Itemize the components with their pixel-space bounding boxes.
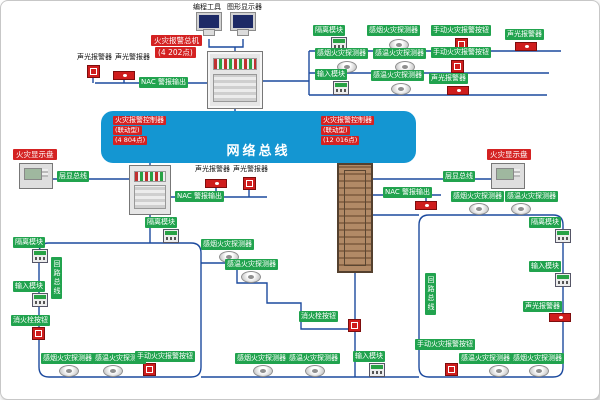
nac-output-label-top: NAC 警报输出	[139, 77, 189, 88]
left-floor-bus-label: 层显总线	[57, 171, 89, 182]
input-module-label-l1: 输入模块	[13, 281, 45, 292]
heat-detector-label-lb: 感温火灾探测器	[93, 353, 146, 364]
right-loop-bus-label: 回路总线	[425, 273, 436, 315]
heat-detector-rb2	[489, 365, 509, 377]
hydrant-button-label-c: 消火栓按钮	[299, 311, 338, 322]
manual-call-label-r1: 手动火灾报警按钮	[431, 25, 491, 36]
left-fire-display-label: 火灾显示盘	[13, 149, 57, 160]
nac-output-label-left: NAC 警报输出	[175, 191, 225, 202]
isolation-module-label-l2: 隔离模块	[145, 217, 177, 228]
input-module-label-r3: 输入模块	[315, 69, 347, 80]
sounder-label-r3: 声光报警器	[429, 73, 468, 84]
isolation-module-label-r1: 隔离模块	[313, 25, 345, 36]
input-module-rr	[555, 273, 571, 287]
right-fire-display-label: 火灾显示盘	[487, 149, 531, 160]
sounder-rr	[549, 313, 571, 322]
right-controller-points: (12 016点)	[321, 136, 360, 145]
programming-tool-label: 编程工具	[193, 3, 221, 11]
hydrant-button-center	[348, 319, 361, 332]
heat-detector-label-cb2: 感温火灾探测器	[287, 353, 340, 364]
smoke-detector-lb	[59, 365, 79, 377]
smoke-detector-label-lb: 感烟火灾探测器	[41, 353, 94, 364]
isolation-module-l2	[163, 229, 179, 243]
input-module-l1	[32, 293, 48, 307]
right-controller-label-group: 火灾报警控制器 (联动型) (12 016点)	[321, 116, 374, 145]
manual-call-point-rb	[445, 363, 458, 376]
heat-detector-label-c2: 感温火灾探测器	[225, 259, 278, 270]
input-module-cb	[369, 363, 385, 377]
isolation-module-rr	[555, 229, 571, 243]
smoke-detector-rb1	[529, 365, 549, 377]
sounder-label-ml1: 声光报警器	[195, 165, 230, 173]
heat-detector-r3	[391, 83, 411, 95]
programming-tool-monitor	[196, 12, 222, 36]
network-bus-label: 网络总线	[226, 144, 291, 159]
sounder-r1	[515, 42, 537, 51]
manual-call-label-r2: 手动火灾报警按钮	[431, 47, 491, 58]
smoke-detector-label-rt1: 感烟火灾探测器	[451, 191, 504, 202]
sounder-label-r1: 声光报警器	[505, 29, 544, 40]
left-fire-display-device	[19, 163, 53, 189]
right-floor-bus-label: 层显总线	[443, 171, 475, 182]
smoke-detector-label-cb1: 感烟火灾探测器	[235, 353, 288, 364]
heat-detector-label-r3: 感温火灾探测器	[371, 70, 424, 81]
sounder-label-ml2: 声光警报器	[233, 165, 268, 173]
sound-light-alarm-device-2	[113, 71, 135, 80]
main-unit-points: (4 202点)	[155, 47, 196, 58]
heat-detector-label-r2: 感温火灾探测器	[373, 48, 426, 59]
input-module-label-cb: 输入模块	[353, 351, 385, 362]
heat-detector-c2	[241, 271, 261, 283]
sound-light-alarm-device-3	[205, 179, 227, 188]
hydrant-button-left	[32, 327, 45, 340]
right-fire-display-device	[491, 163, 525, 189]
graphic-display-label: 图形显示器	[227, 3, 262, 11]
sounder-label-rr: 声光报警器	[523, 301, 562, 312]
nac-output-label-right: NAC 警报输出	[383, 187, 433, 198]
manual-call-point-lb	[143, 363, 156, 376]
smoke-detector-label-r1: 感烟火灾探测器	[367, 25, 420, 36]
right-controller-cabinet	[337, 163, 373, 273]
manual-call-point-r2	[451, 60, 464, 73]
main-unit-label: 火灾报警总机	[151, 35, 202, 46]
hydrant-button-label-l: 消火栓按钮	[11, 315, 50, 326]
isolation-module-l1	[32, 249, 48, 263]
sounder-right-nac	[415, 201, 437, 210]
right-controller-type: (联动型)	[321, 126, 350, 135]
left-loop-bus-label: 回路总线	[51, 257, 62, 299]
heat-detector-rt2	[511, 203, 531, 215]
left-controller-name: 火灾报警控制器	[113, 116, 166, 125]
heat-detector-label-rb2: 感温火灾探测器	[459, 353, 512, 364]
left-controller-type: (联动型)	[113, 126, 142, 135]
left-controller-panel	[129, 165, 171, 215]
sounder-label-tl1: 声光报警器	[77, 53, 112, 61]
isolation-module-label-l1: 隔离模块	[13, 237, 45, 248]
manual-call-label-rb: 手动火灾报警按钮	[415, 339, 475, 350]
manual-call-label-lb: 手动火灾报警按钮	[135, 351, 195, 362]
left-controller-points: (4 804点)	[113, 136, 148, 145]
input-module-r3	[333, 81, 349, 95]
smoke-detector-label-c1: 感烟火灾探测器	[201, 239, 254, 250]
smoke-detector-rt1	[469, 203, 489, 215]
smoke-detector-label-r2: 感烟火灾探测器	[315, 48, 368, 59]
sounder-r3	[447, 86, 469, 95]
left-controller-label-group: 火灾报警控制器 (联动型) (4 804点)	[113, 116, 166, 145]
right-controller-name: 火灾报警控制器	[321, 116, 374, 125]
sounder-label-tl2: 声光警报器	[115, 53, 150, 61]
fire-alarm-main-unit-panel	[207, 51, 263, 109]
heat-detector-cb2	[305, 365, 325, 377]
isolation-module-label-rr: 隔离模块	[529, 217, 561, 228]
sound-light-alarm-device-1	[87, 65, 100, 78]
network-bus: 火灾报警控制器 (联动型) (4 804点) 网络总线 火灾报警控制器 (联动型…	[101, 111, 416, 163]
input-module-label-rr: 输入模块	[529, 261, 561, 272]
smoke-detector-cb1	[253, 365, 273, 377]
graphic-display-monitor	[230, 12, 256, 36]
sound-light-alarm-device-4	[243, 177, 256, 190]
heat-detector-label-rt2: 感温火灾探测器	[505, 191, 558, 202]
smoke-detector-label-rb1: 感烟火灾探测器	[511, 353, 564, 364]
heat-detector-lb	[103, 365, 123, 377]
